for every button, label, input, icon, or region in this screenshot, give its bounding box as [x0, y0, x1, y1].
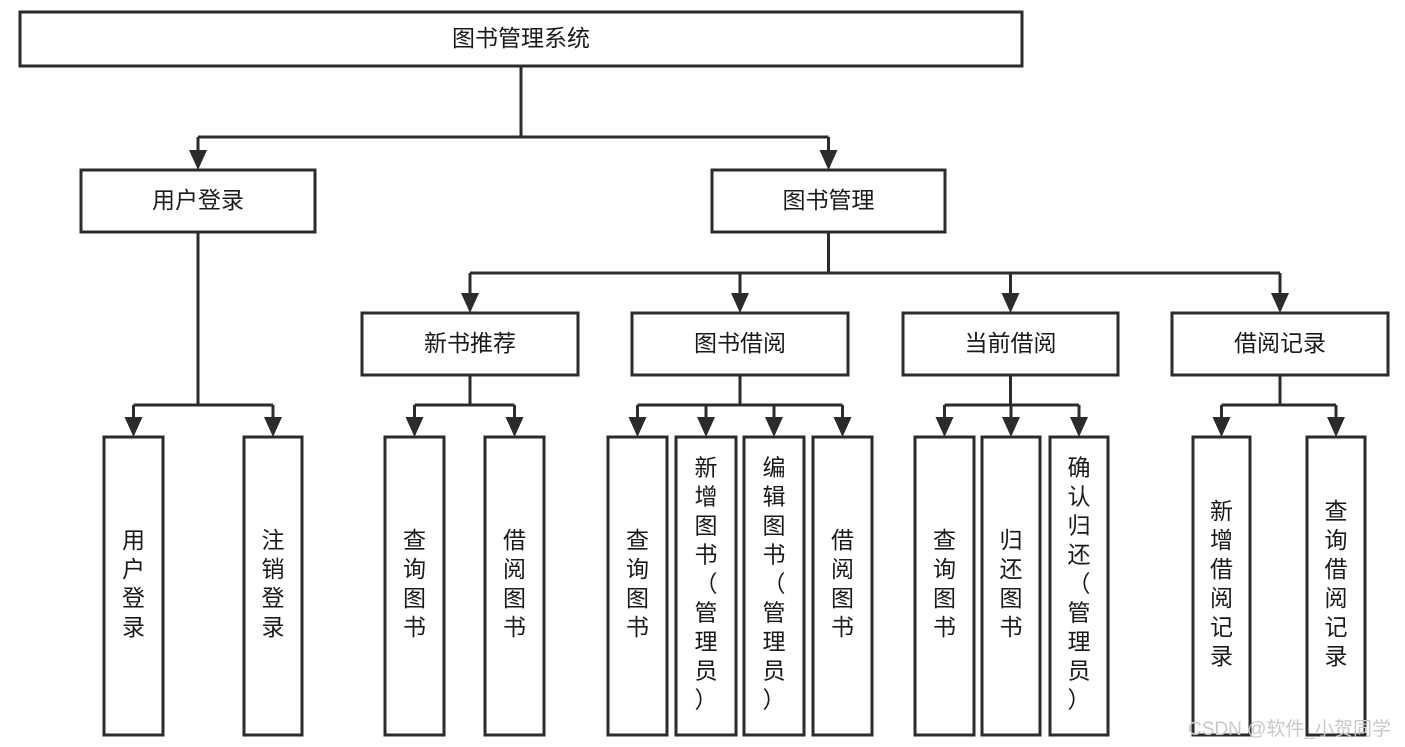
leaf-leaf-borrow-book-2-label: 借阅图书 [831, 527, 854, 640]
arrow-head-icon [1070, 417, 1088, 437]
node-book-borrow-label: 图书借阅 [694, 330, 786, 356]
root-node-label: 图书管理系统 [452, 25, 590, 51]
arrow-head-icon [1001, 293, 1020, 313]
node-user-login-box[interactable] [79, 168, 317, 234]
node-borrow-record-box[interactable] [1170, 311, 1390, 377]
arrow-head-icon [833, 417, 852, 437]
node-layer: 图书管理系统用户登录图书管理新书推荐图书借阅当前借阅借阅记录用户登录注销登录查询… [18, 10, 1390, 737]
leaf-leaf-query-record-box[interactable] [1305, 435, 1367, 737]
leaf-leaf-logout-box[interactable] [242, 435, 304, 737]
node-book-manage-box[interactable] [710, 168, 947, 234]
arrow-head-icon [1002, 417, 1020, 437]
arrow-head-icon [461, 293, 479, 313]
leaf-leaf-edit-book-box[interactable] [742, 435, 806, 737]
node-current-borrow-box[interactable] [901, 311, 1120, 377]
leaf-leaf-add-record-label: 新增借阅记录 [1210, 498, 1233, 669]
leaf-leaf-confirm-return-label: 确认归还（管理员） [1068, 454, 1091, 712]
root-node-box[interactable] [18, 10, 1024, 68]
leaf-leaf-return-book-box[interactable] [980, 435, 1042, 737]
node-new-book-rec-label: 新书推荐 [424, 330, 516, 356]
leaf-leaf-borrow-book-1-label: 借阅图书 [503, 527, 526, 640]
leaf-leaf-return-book-label: 归还图书 [1000, 527, 1023, 640]
leaf-leaf-borrow-book-2-box[interactable] [811, 435, 874, 737]
leaf-leaf-query-book-1-box[interactable] [383, 435, 446, 737]
arrow-head-icon [1327, 417, 1345, 437]
arrow-head-icon [765, 417, 783, 437]
leaf-leaf-logout-label: 注销登录 [262, 527, 285, 640]
arrow-head-icon [697, 417, 715, 437]
arrow-head-icon [405, 417, 424, 437]
leaf-leaf-confirm-return-box[interactable] [1048, 435, 1110, 737]
arrow-head-icon [628, 417, 647, 437]
arrow-head-icon [935, 417, 954, 437]
node-current-borrow-label: 当前借阅 [965, 330, 1057, 356]
node-user-login-label: 用户登录 [152, 187, 244, 213]
leaf-leaf-add-record-box[interactable] [1191, 435, 1252, 737]
node-borrow-record-label: 借阅记录 [1234, 330, 1326, 356]
arrow-head-icon [505, 417, 524, 437]
leaf-leaf-user-login-box[interactable] [102, 435, 165, 737]
connector-layer [124, 66, 1345, 437]
leaf-leaf-edit-book-label: 编辑图书（管理员） [763, 454, 786, 712]
leaf-leaf-query-record-label: 查询借阅记录 [1325, 498, 1348, 669]
node-book-manage-label: 图书管理 [783, 187, 875, 213]
arrow-head-icon [189, 150, 207, 170]
leaf-leaf-query-book-3-label: 查询图书 [933, 527, 956, 640]
arrow-head-icon [1271, 293, 1289, 313]
leaf-leaf-query-book-2-box[interactable] [606, 435, 669, 737]
arrow-head-icon [819, 150, 838, 170]
leaf-leaf-query-book-2-label: 查询图书 [626, 527, 649, 640]
leaf-leaf-query-book-3-box[interactable] [913, 435, 976, 737]
leaf-leaf-add-book-label: 新增图书（管理员） [695, 454, 718, 712]
node-new-book-rec-box[interactable] [360, 311, 580, 377]
arrow-head-icon [1212, 417, 1231, 437]
leaf-leaf-query-book-1-label: 查询图书 [403, 527, 426, 640]
leaf-leaf-borrow-book-1-box[interactable] [483, 435, 546, 737]
csdn-watermark: CSDN @软件_小贺同学 [1188, 719, 1391, 740]
node-book-borrow-box[interactable] [630, 311, 850, 377]
leaf-leaf-user-login-label: 用户登录 [122, 527, 145, 640]
arrow-head-icon [264, 417, 282, 437]
arrow-head-icon [124, 417, 143, 437]
arrow-head-icon [731, 293, 749, 313]
leaf-leaf-add-book-box[interactable] [674, 435, 738, 737]
